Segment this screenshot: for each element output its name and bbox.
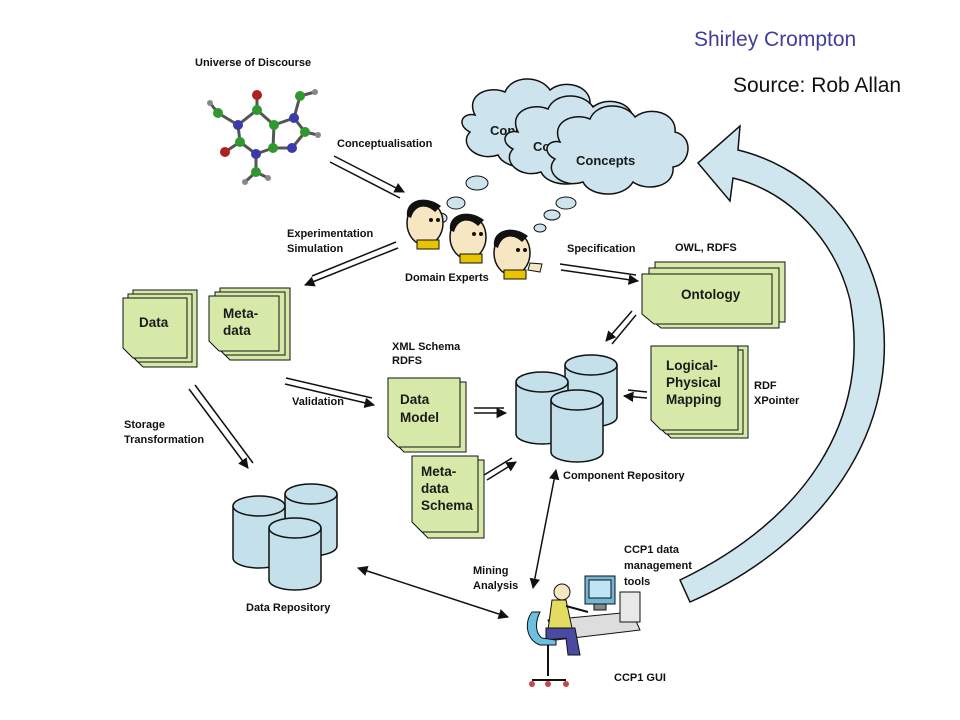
metadata-schema-document: Meta- data Schema xyxy=(411,455,485,539)
author-name: Shirley Crompton xyxy=(694,28,857,51)
label-analysis: Analysis xyxy=(473,580,518,592)
doc-ontology-label: Ontology xyxy=(681,287,741,302)
component-repository-icon xyxy=(515,354,618,463)
arrow-component-repo-gui xyxy=(529,468,560,590)
data-repository-icon xyxy=(232,483,338,591)
label-rdfs: RDFS xyxy=(392,355,422,367)
label-rdf: RDF xyxy=(754,380,777,392)
label-ccp1-tools-3: tools xyxy=(624,576,650,588)
label-xpointer: XPointer xyxy=(754,395,800,407)
arrow-ontology-repo xyxy=(605,310,637,345)
arrow-mapping-repo xyxy=(622,389,648,403)
label-universe: Universe of Discourse xyxy=(195,57,311,69)
ontology-document: Ontology xyxy=(641,261,786,329)
doc-metadata-label-1: Meta- xyxy=(223,306,258,321)
arrow-validation xyxy=(284,377,376,408)
label-ccp1-gui: CCP1 GUI xyxy=(614,672,666,684)
arrow-schema-repo xyxy=(483,457,517,481)
source-credit: Source: Rob Allan xyxy=(733,74,902,97)
doc-mapping-label-1: Logical- xyxy=(666,358,718,373)
doc-data-label: Data xyxy=(139,315,169,330)
label-domain-experts: Domain Experts xyxy=(405,272,489,284)
arrow-data-repo-gui xyxy=(357,565,509,620)
mapping-document: Logical- Physical Mapping xyxy=(650,345,749,439)
arrow-specification xyxy=(559,263,640,285)
arrow-conceptualisation xyxy=(329,155,405,199)
label-storage: Storage xyxy=(124,419,165,431)
doc-mapping-label-2: Physical xyxy=(666,375,721,390)
label-data-repository: Data Repository xyxy=(246,602,331,614)
label-experimentation: Experimentation xyxy=(287,228,373,240)
doc-datamodel-label-1: Data xyxy=(400,392,430,407)
label-transformation: Transformation xyxy=(124,434,204,446)
arrow-experimentation xyxy=(304,241,399,287)
label-ccp1-tools-2: management xyxy=(624,560,692,572)
feedback-arrow xyxy=(679,124,885,603)
datamodel-document: Data Model xyxy=(387,377,467,453)
doc-metadata-label-2: data xyxy=(223,323,251,338)
doc-schema-label-1: Meta- xyxy=(421,464,456,479)
doc-schema-label-3: Schema xyxy=(421,498,473,513)
domain-experts-icon xyxy=(406,199,543,280)
label-xml-schema: XML Schema xyxy=(392,341,461,353)
label-validation: Validation xyxy=(292,396,344,408)
label-component-repository: Component Repository xyxy=(563,470,685,482)
molecule-icon xyxy=(207,89,321,185)
arrow-storage xyxy=(188,384,254,469)
doc-schema-label-2: data xyxy=(421,481,449,496)
label-conceptualisation: Conceptualisation xyxy=(337,138,433,150)
label-ccp1-tools-1: CCP1 data xyxy=(624,544,680,556)
metadata-document: Meta- data xyxy=(208,287,291,361)
doc-mapping-label-3: Mapping xyxy=(666,392,722,407)
label-mining: Mining xyxy=(473,565,508,577)
label-owl-rdfs: OWL, RDFS xyxy=(675,242,737,254)
label-specification: Specification xyxy=(567,243,636,255)
user-at-computer-icon xyxy=(526,575,641,687)
concept-cloud-3: Concepts xyxy=(546,105,689,195)
label-simulation: Simulation xyxy=(287,243,344,255)
data-document: Data xyxy=(122,289,198,368)
arrow-datamodel-repo xyxy=(474,407,508,419)
cloud-label-3: Concepts xyxy=(576,153,635,168)
doc-datamodel-label-2: Model xyxy=(400,410,439,425)
